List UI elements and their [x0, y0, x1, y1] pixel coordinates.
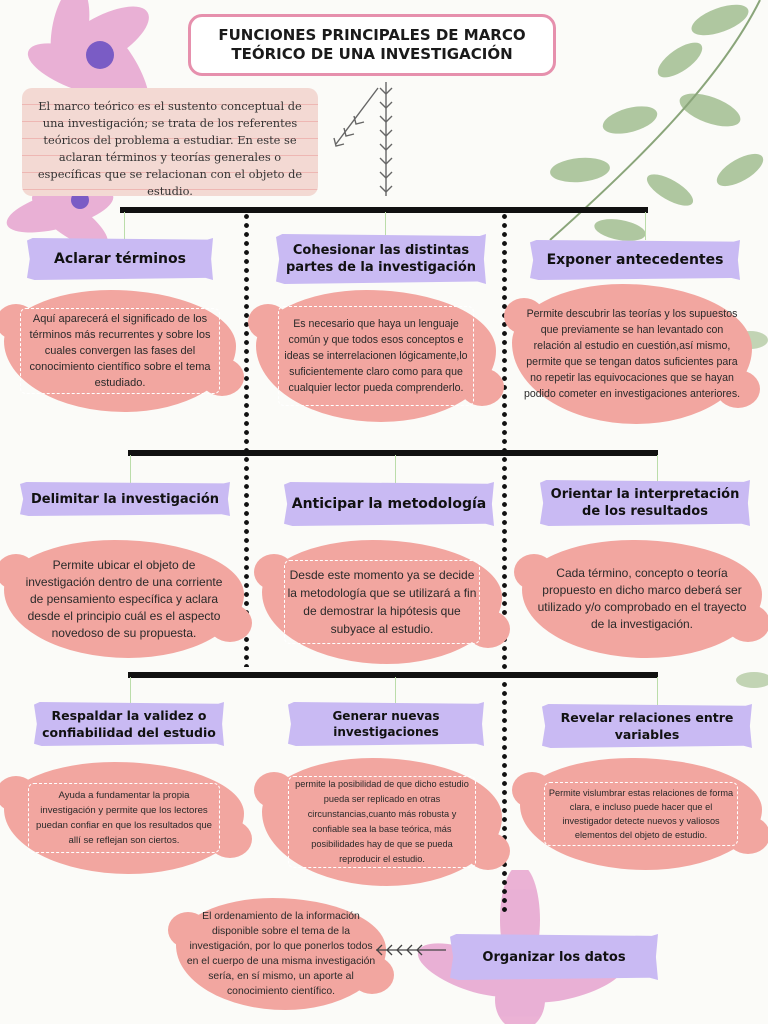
bubble-orientar: Cada término, concepto o teoría propuest… [514, 540, 768, 658]
bubble-respaldar: Ayuda a fundamentar la propia investigac… [0, 762, 252, 874]
label-generar: Generar nuevas investigaciones [288, 702, 484, 746]
connector-stub [130, 455, 131, 485]
connector-line-row2 [128, 450, 658, 456]
bubble-anticipar-metodologia: Desde este momento ya se decide la metod… [254, 540, 510, 664]
bubble-organizar-datos: El ordenamiento de la información dispon… [168, 898, 394, 1010]
page-title: FUNCIONES PRINCIPALES DE MARCO TEÓRICO D… [188, 14, 556, 76]
label-revelar: Revelar relaciones entre variables [542, 704, 752, 748]
label-anticipar-metodologia: Anticipar la metodología [284, 482, 494, 526]
label-aclarar-terminos: Aclarar términos [27, 238, 213, 280]
bubble-generar: permite la posibilidad de que dicho estu… [254, 758, 510, 886]
bubble-delimitar: Permite ubicar el objeto de investigació… [0, 540, 252, 658]
bubble-cohesionar: Es necesario que haya un lenguaje común … [248, 290, 504, 422]
dotted-connector-left [244, 212, 249, 667]
connector-stub [657, 455, 658, 485]
connector-stub [395, 677, 396, 705]
label-exponer-antecedentes: Exponer antecedentes [530, 240, 740, 280]
connector-stub [385, 212, 386, 240]
connector-stub [395, 455, 396, 485]
label-organizar-datos: Organizar los datos [450, 934, 658, 980]
arrow-decoration [333, 82, 393, 196]
connector-stub [130, 677, 131, 705]
connector-stub [645, 212, 646, 240]
label-orientar: Orientar la interpretación de los result… [540, 480, 750, 526]
connector-stub [657, 677, 658, 705]
bubble-aclarar-terminos: Aquí aparecerá el significado de los tér… [0, 290, 244, 412]
intro-paragraph: El marco teórico es el sustento conceptu… [22, 88, 318, 198]
dotted-connector-right [502, 212, 507, 912]
bubble-exponer-antecedentes: Permite descubrir las teorías y los supu… [504, 284, 760, 424]
connector-line-row1 [120, 207, 648, 213]
connector-stub [124, 212, 125, 240]
title-text: FUNCIONES PRINCIPALES DE MARCO TEÓRICO D… [218, 26, 526, 63]
label-cohesionar: Cohesionar las distintas partes de la in… [276, 234, 486, 284]
bubble-revelar: Permite vislumbrar estas relaciones de f… [512, 758, 768, 870]
label-respaldar: Respaldar la validez o confiabilidad del… [34, 702, 224, 746]
label-delimitar: Delimitar la investigación [20, 482, 230, 516]
connector-line-row3 [128, 672, 658, 678]
